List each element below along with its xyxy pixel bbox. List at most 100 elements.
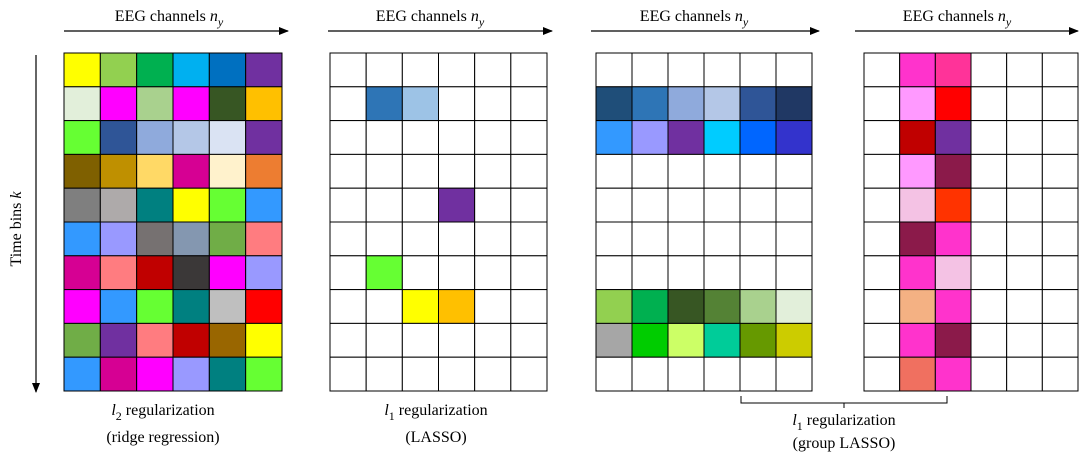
filled-cell <box>208 221 247 257</box>
empty-cell <box>1006 289 1043 324</box>
empty-cell <box>1041 255 1079 291</box>
empty-cell <box>703 52 741 88</box>
filled-cell <box>934 86 972 122</box>
filled-cell <box>172 86 210 122</box>
filled-cell <box>365 255 403 291</box>
filled-cell <box>99 289 138 324</box>
empty-cell <box>970 322 1008 358</box>
filled-cell <box>401 86 439 122</box>
channel-axis-label: EEG channels ny <box>640 8 749 29</box>
empty-cell <box>970 52 1008 88</box>
empty-cell <box>863 86 901 122</box>
empty-cell <box>510 322 548 358</box>
empty-cell <box>1041 86 1079 122</box>
filled-cell <box>63 187 101 223</box>
filled-cell <box>63 120 101 155</box>
empty-cell <box>329 356 367 392</box>
filled-cell <box>899 86 936 122</box>
empty-cell <box>1041 120 1079 155</box>
empty-cell <box>1041 221 1079 257</box>
empty-cell <box>1006 86 1043 122</box>
filled-cell <box>63 255 101 291</box>
empty-cell <box>970 120 1008 155</box>
filled-cell <box>401 289 439 324</box>
empty-cell <box>365 153 403 189</box>
time-axis: Time bins k <box>8 55 40 393</box>
empty-cell <box>474 322 512 358</box>
caption-line-1: l2 regularization <box>111 402 214 423</box>
empty-cell <box>510 153 548 189</box>
filled-cell <box>172 52 210 88</box>
time-axis-label: Time bins k <box>8 191 25 267</box>
filled-cell <box>63 153 101 189</box>
empty-cell <box>329 221 367 257</box>
filled-cell <box>739 86 777 122</box>
empty-cell <box>474 187 512 223</box>
channel-axis-label: EEG channels ny <box>376 8 485 29</box>
empty-cell <box>474 356 512 392</box>
filled-cell <box>136 255 174 291</box>
empty-cell <box>474 120 512 155</box>
empty-cell <box>595 153 633 189</box>
channel-axis-3: EEG channels ny <box>591 8 820 35</box>
empty-cell <box>667 153 705 189</box>
empty-cell <box>438 255 476 291</box>
empty-cell <box>438 221 476 257</box>
empty-cell <box>438 153 476 189</box>
caption-line-2: (group LASSO) <box>793 435 896 452</box>
empty-cell <box>365 322 403 358</box>
empty-cell <box>329 120 367 155</box>
empty-cell <box>739 52 777 88</box>
empty-cell <box>401 153 439 189</box>
empty-cell <box>667 255 705 291</box>
empty-cell <box>1041 322 1079 358</box>
filled-cell <box>172 187 210 223</box>
filled-cell <box>899 187 936 223</box>
filled-cell <box>934 120 972 155</box>
empty-cell <box>510 289 548 324</box>
filled-cell <box>739 120 777 155</box>
filled-cell <box>208 86 247 122</box>
empty-cell <box>703 153 741 189</box>
empty-cell <box>970 86 1008 122</box>
filled-cell <box>63 86 101 122</box>
filled-cell <box>899 153 936 189</box>
filled-cell <box>934 187 972 223</box>
empty-cell <box>667 356 705 392</box>
empty-cell <box>631 153 669 189</box>
empty-cell <box>510 221 548 257</box>
empty-cell <box>1041 356 1079 392</box>
empty-cell <box>703 187 741 223</box>
empty-cell <box>703 221 741 257</box>
filled-cell <box>208 153 247 189</box>
empty-cell <box>667 52 705 88</box>
filled-cell <box>63 289 101 324</box>
filled-cell <box>172 153 210 189</box>
filled-cell <box>99 322 138 358</box>
empty-cell <box>365 187 403 223</box>
empty-cell <box>863 153 901 189</box>
empty-cell <box>631 221 669 257</box>
filled-cell <box>208 289 247 324</box>
empty-cell <box>474 86 512 122</box>
caption-line-1: l1 regularization <box>384 402 487 423</box>
empty-cell <box>970 289 1008 324</box>
filled-cell <box>208 120 247 155</box>
grid-lasso <box>329 52 548 392</box>
filled-cell <box>99 187 138 223</box>
empty-cell <box>667 187 705 223</box>
caption-group-lasso: l1 regularization (group LASSO) <box>740 396 948 452</box>
filled-cell <box>136 153 174 189</box>
empty-cell <box>1006 120 1043 155</box>
empty-cell <box>863 322 901 358</box>
filled-cell <box>172 255 210 291</box>
filled-cell <box>245 221 283 257</box>
filled-cell <box>703 86 741 122</box>
empty-cell <box>1006 255 1043 291</box>
empty-cell <box>1006 187 1043 223</box>
filled-cell <box>667 86 705 122</box>
empty-cell <box>401 52 439 88</box>
empty-cell <box>401 187 439 223</box>
channel-axis-2: EEG channels ny <box>328 8 553 35</box>
group-bracket <box>740 396 948 408</box>
